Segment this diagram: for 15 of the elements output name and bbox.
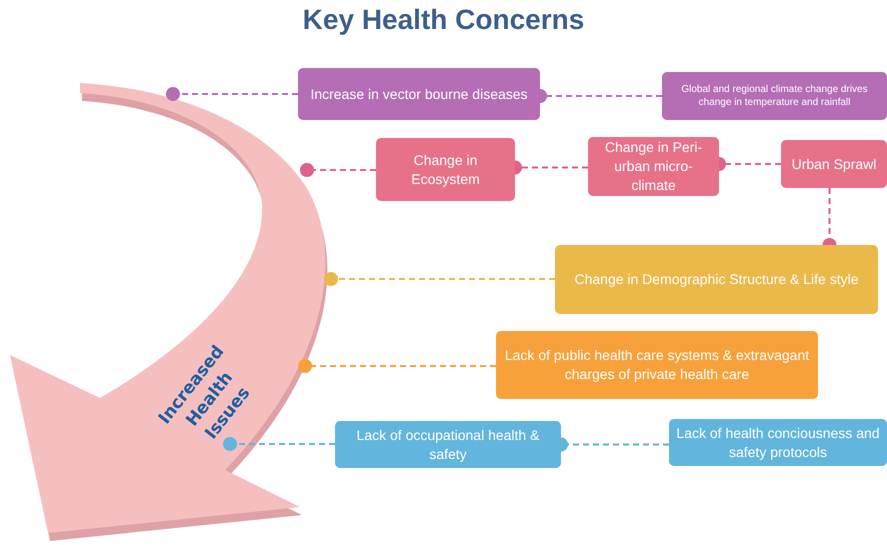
dashed-connector <box>298 359 496 373</box>
concern-box: Change in Demographic Structure & Life style <box>555 245 878 314</box>
concern-box: Global and regional climate change drives change in temperature and rainfall <box>662 72 887 120</box>
title: Key Health Concerns <box>302 4 586 36</box>
concern-box: Change in Peri-urban micro-climate <box>588 137 719 196</box>
concern-box: Increase in vector bourne diseases <box>298 68 540 120</box>
concern-box: Change in Ecosystem <box>376 138 515 201</box>
dashed-connector <box>324 272 555 286</box>
dashed-connector <box>300 163 376 177</box>
dashed-connector <box>223 437 335 451</box>
concern-box: Urban Sprawl <box>781 140 887 188</box>
dashed-connector <box>166 87 298 101</box>
concern-box: Lack of occupational health & safety <box>335 421 561 468</box>
concern-box: Lack of health conciousness and safety protocols <box>669 419 887 466</box>
concern-box: Lack of public health care systems & extravagant charges of private health care <box>496 331 818 399</box>
